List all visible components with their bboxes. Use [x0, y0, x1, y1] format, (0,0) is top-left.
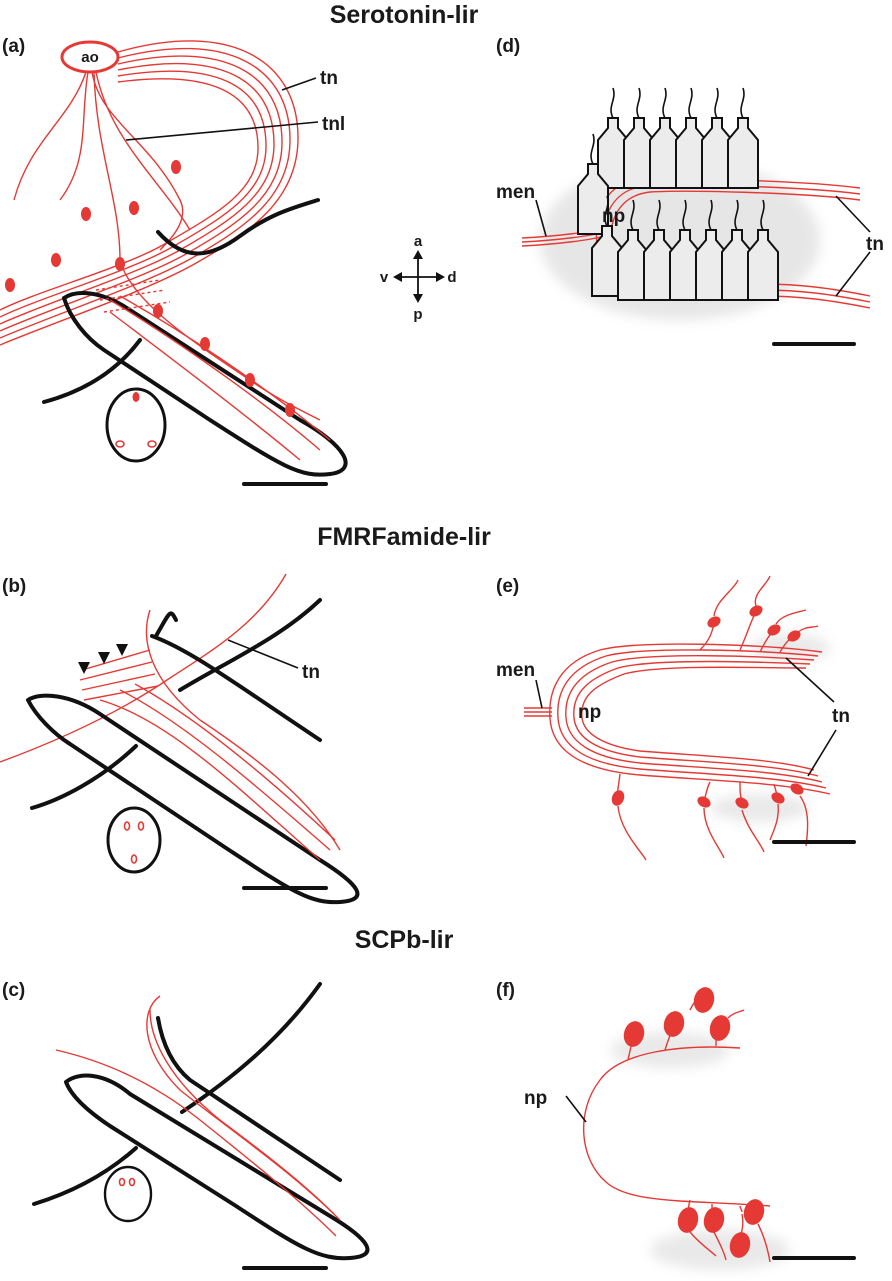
leader-np-f [565, 1095, 587, 1123]
body-wall-b-top [154, 611, 178, 638]
section-title-fmrfamide: FMRFamide-lir [317, 523, 491, 551]
sensory-cells-lower-d [591, 195, 779, 301]
neuropil-fibers-e [524, 643, 831, 795]
leader-tnl-a [125, 121, 319, 141]
tentacle-neurites-a [95, 279, 331, 461]
panel-a: (a) ao [0, 36, 348, 486]
annotation-men-e: men [496, 660, 535, 681]
apical-organ [60, 40, 120, 74]
panel-label-a: (a) [2, 36, 25, 57]
cross-section-icon [103, 1165, 153, 1223]
compass-anterior: a [414, 233, 423, 250]
annotation-men-d: men [496, 182, 535, 203]
annotation-tn-e: tn [832, 706, 850, 727]
body-wall-b-lower [30, 744, 138, 810]
panel-e: (e) [496, 575, 856, 861]
annotation-np-e: np [578, 702, 601, 723]
tentacle-outline-c [64, 1073, 370, 1261]
fmrfamide-cell-bodies-upper-e [699, 575, 819, 653]
panel-d: (d) [496, 36, 884, 346]
tentacle-nerve-bundle-a [0, 40, 299, 346]
leader-men-d [535, 199, 547, 237]
panel-label-d: (d) [496, 36, 520, 57]
arrowhead-marker-icon [78, 644, 128, 674]
annotation-tn-d: tn [866, 234, 884, 255]
body-wall-outline-a [156, 198, 320, 256]
annotation-tn-b: tn [302, 662, 320, 683]
serotonergic-cell-bodies-a [5, 160, 295, 417]
compass-posterior: p [413, 306, 422, 323]
annotation-ao: ao [81, 49, 99, 66]
tentacle-neurites-c [55, 995, 341, 1237]
tentacle-nerve-b [0, 573, 287, 763]
neuropil-fibers-f [583, 1046, 771, 1207]
body-wall-b [178, 598, 322, 692]
panel-label-f: (f) [496, 980, 515, 1001]
leader-tn-b [227, 639, 299, 669]
leader-tn-d [835, 195, 871, 297]
section-title-scpb: SCPb-lir [355, 926, 454, 954]
cross-section-icon [106, 806, 162, 874]
annotation-np-f: np [524, 1088, 547, 1109]
sensory-cells-upper-d [577, 87, 759, 235]
panel-c: (c) [2, 980, 370, 1270]
annotation-tnl-a: tnl [322, 114, 345, 135]
compass-arrows-icon: a p v d [380, 233, 457, 323]
scpb-cell-bodies-upper-f [623, 987, 745, 1061]
body-wall-lower-a [42, 338, 142, 404]
panel-label-e: (e) [496, 576, 519, 597]
neurite-branches-a [13, 71, 321, 421]
cross-section-icon [105, 387, 167, 463]
panel-b: (b) tn [0, 573, 360, 905]
scpb-cell-bodies-lower-f [677, 1199, 771, 1263]
tentacle-outline-b [26, 693, 360, 905]
body-wall-c-lower [32, 1146, 138, 1206]
compass-dorsal: d [447, 269, 456, 286]
annotation-tn-a: tn [320, 68, 338, 89]
compass-ventral: v [380, 269, 389, 286]
leader-tn-a [281, 77, 317, 91]
panel-label-c: (c) [2, 980, 25, 1001]
tentacle-top-c [156, 1016, 342, 1182]
tentacle-top-b [150, 634, 322, 742]
tentacle-neurites-b [79, 609, 341, 861]
tentacle-outline-a [62, 291, 348, 477]
panel-label-b: (b) [2, 576, 26, 597]
annotation-np-d: np [602, 206, 625, 227]
panel-f: (f) [496, 980, 856, 1270]
section-title-serotonin: Serotonin-lir [330, 1, 479, 29]
fmrfamide-cell-bodies-lower-e [611, 773, 809, 861]
leader-tn-e [785, 657, 837, 777]
body-wall-c [180, 982, 322, 1114]
leader-men-e [535, 679, 543, 709]
